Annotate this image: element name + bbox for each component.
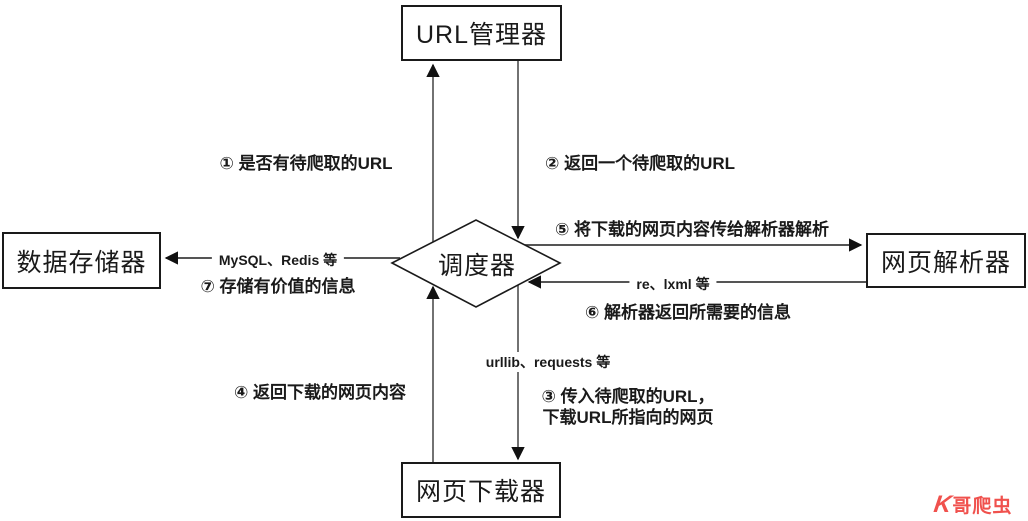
node-scheduler-label: 调度器 [437, 252, 517, 280]
node-page-downloader: 网页下载器 [401, 462, 561, 518]
edge-step7-label: ⑦ 存储有价值的信息 [200, 277, 356, 296]
edge-step2-label: ② 返回一个待爬取的URL [544, 154, 736, 173]
node-page-downloader-label: 网页下载器 [415, 478, 546, 506]
node-data-storage: 数据存储器 [2, 232, 161, 289]
edge-tech-parser-label: re、lxml 等 [629, 274, 717, 294]
edge-step6-label: ⑥ 解析器返回所需要的信息 [584, 303, 792, 322]
node-url-manager: URL管理器 [401, 5, 562, 61]
logo-k-mark: K [932, 491, 954, 518]
edge-tech-downloader-label: urllib、requests 等 [478, 352, 618, 372]
edge-step5-label: ⑤ 将下载的网页内容传给解析器解析 [554, 220, 830, 239]
edge-step3-label: ③ 传入待爬取的URL， 下载URL所指向的网页 [541, 386, 714, 428]
edge-step4-label: ④ 返回下载的网页内容 [233, 383, 407, 402]
edge-tech-storage-label: MySQL、Redis 等 [211, 250, 345, 270]
node-page-parser-label: 网页解析器 [880, 248, 1011, 277]
kge-crawler-logo: K 哥爬虫 [932, 491, 1013, 519]
edge-step3-label-line2: 下载URL所指向的网页 [542, 408, 714, 427]
node-data-storage-label: 数据存储器 [16, 248, 147, 277]
node-page-parser: 网页解析器 [866, 233, 1026, 288]
logo-text: 哥爬虫 [952, 496, 1013, 517]
edge-step3-label-line1: ③ 传入待爬取的URL， [541, 387, 715, 406]
node-scheduler-shape [390, 219, 562, 308]
node-url-manager-label: URL管理器 [415, 21, 547, 49]
edge-step1-label: ① 是否有待爬取的URL [219, 154, 393, 173]
